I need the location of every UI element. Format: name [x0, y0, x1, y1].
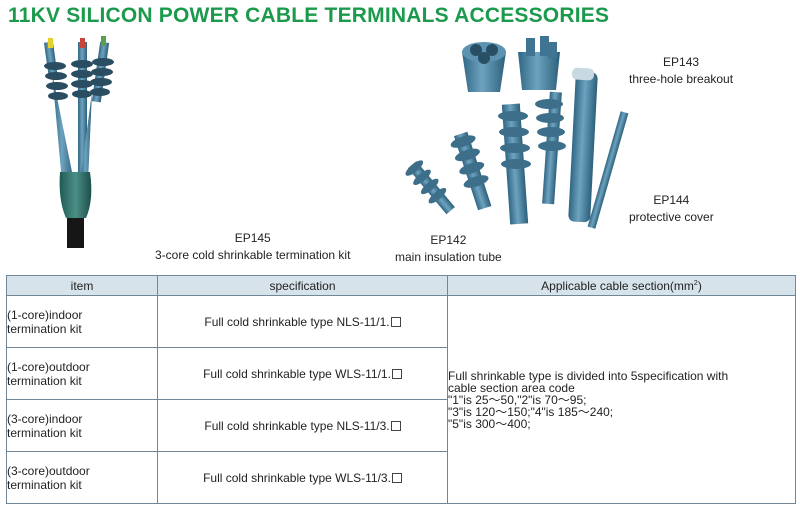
spec-cell: Full cold shrinkable type WLS-11/3.	[157, 451, 448, 504]
ep143-breakout-image	[462, 36, 560, 92]
item-line: (1-core)outdoor	[7, 359, 90, 374]
item-cell: (1-core)indoor termination kit	[6, 295, 158, 348]
cable-section-note: Full shrinkable type is divided into 5sp…	[447, 295, 796, 504]
empty-box-icon	[390, 316, 401, 327]
empty-box-icon	[391, 472, 402, 483]
caption-ep142-code: EP142	[430, 233, 467, 247]
caption-ep145: EP145 3-core cold shrinkable termination…	[155, 230, 350, 264]
product-illustrations	[43, 36, 629, 248]
table-row: (3-core)outdoor termination kit Full col…	[6, 451, 796, 504]
note-line: "1"is 25～50,"2"is 70～95;	[448, 392, 587, 407]
empty-box-icon	[391, 368, 402, 379]
item-line: (1-core)indoor	[7, 307, 83, 322]
header-cable-section-text: Applicable cable section(mm	[541, 278, 694, 293]
ep142-insulation-tube-image	[405, 91, 566, 225]
specification-table: item specification Applicable cable sect…	[6, 275, 796, 504]
spec-cell: Full cold shrinkable type NLS-11/1.	[157, 295, 448, 348]
item-line: termination kit	[7, 373, 82, 388]
note-line: Full shrinkable type is divided into 5sp…	[448, 368, 729, 383]
item-cell: (3-core)outdoor termination kit	[6, 451, 158, 504]
table-header-row: item specification Applicable cable sect…	[6, 275, 796, 296]
spec-cell: Full cold shrinkable type NLS-11/3.	[157, 399, 448, 452]
item-line: termination kit	[7, 477, 82, 492]
caption-ep145-desc: 3-core cold shrinkable termination kit	[155, 248, 351, 262]
caption-ep144-desc: protective cover	[629, 210, 714, 224]
item-line: (3-core)indoor	[7, 411, 83, 426]
header-cable-section-sup: 2	[693, 279, 698, 287]
empty-box-icon	[390, 420, 401, 431]
table-row: (1-core)indoor termination kit Full cold…	[6, 295, 796, 504]
caption-ep142-desc: main insulation tube	[395, 250, 502, 264]
caption-ep144: EP144 protective cover	[629, 192, 714, 226]
spec-cell: Full cold shrinkable type WLS-11/1.	[157, 347, 448, 400]
header-cable-section-end: )	[697, 278, 702, 293]
spec-text: Full cold shrinkable type WLS-11/1.	[203, 366, 391, 381]
ep145-termination-kit-image	[43, 36, 114, 248]
spec-text: Full cold shrinkable type WLS-11/3.	[203, 470, 391, 485]
product-photos: EP145 3-core cold shrinkable termination…	[0, 32, 800, 268]
header-specification: specification	[157, 275, 448, 296]
page-title: 11KV SILICON POWER CABLE TERMINALS ACCES…	[8, 4, 610, 27]
caption-ep143: EP143 three-hole breakout	[629, 54, 733, 88]
table-row: (1-core)outdoor termination kit Full col…	[6, 347, 796, 400]
caption-ep145-code: EP145	[234, 231, 271, 245]
caption-ep143-code: EP143	[663, 55, 700, 69]
note-line: "3"is 120～150;"4"is 185～240;	[448, 404, 614, 419]
caption-ep143-desc: three-hole breakout	[629, 72, 734, 86]
item-line: termination kit	[7, 321, 82, 336]
item-line: (3-core)outdoor	[7, 463, 90, 478]
table-row: (3-core)indoor termination kit Full cold…	[6, 399, 796, 452]
item-cell: (1-core)outdoor termination kit	[6, 347, 158, 400]
caption-ep142: EP142 main insulation tube	[395, 232, 502, 266]
item-cell: (3-core)indoor termination kit	[6, 399, 158, 452]
spec-text: Full cold shrinkable type NLS-11/1.	[204, 314, 390, 329]
ep144-protective-cover-image	[568, 67, 629, 229]
item-line: termination kit	[7, 425, 82, 440]
caption-ep144-code: EP144	[653, 193, 690, 207]
spec-text: Full cold shrinkable type NLS-11/3.	[204, 418, 390, 433]
note-line: cable section area code	[448, 380, 575, 395]
note-line: "5"is 300～400;	[448, 416, 531, 431]
header-cable-section: Applicable cable section(mm2)	[447, 275, 796, 296]
header-item: item	[6, 275, 158, 296]
